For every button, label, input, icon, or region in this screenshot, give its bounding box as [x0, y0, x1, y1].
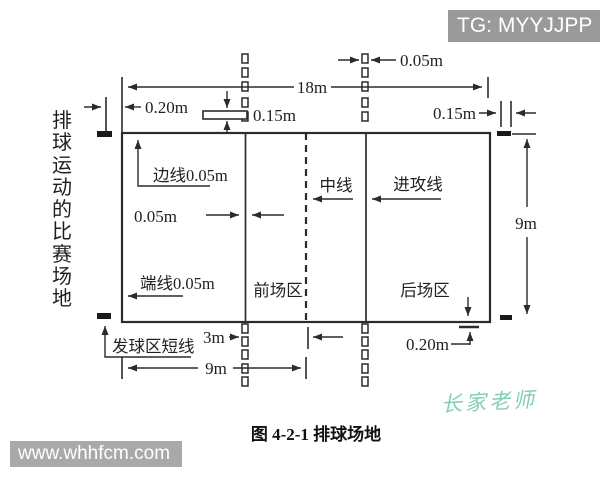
dim-9m-bottom: 9m [205, 359, 227, 378]
dim-0-15m-mid: 0.15m [253, 106, 296, 125]
dim-0-20m-left: 0.20m [145, 98, 188, 117]
website-watermark-badge: www.whhfcm.com [10, 441, 182, 467]
service-short-line-marks [97, 131, 512, 320]
attack-line-extension-dashes [241, 53, 369, 387]
label-service-short-line: 发球区短线 [112, 337, 195, 356]
dim-0-05m-mid: 0.05m [134, 207, 177, 226]
label-front-zone: 前场区 [253, 281, 303, 300]
label-center-line: 中线 [320, 176, 353, 195]
dimension-labels: 18m 0.05m 0.20m 0.15m 0.15m 9m 0.05m 3m … [134, 51, 537, 378]
dimension-arrows [84, 56, 536, 372]
dim-9m-right: 9m [515, 214, 537, 233]
label-attack-line: 进攻线 [393, 175, 443, 194]
dimension-ticks [105, 77, 536, 379]
label-end-line: 端线0.05m [140, 274, 215, 293]
teacher-watermark: 长家老师 [440, 387, 538, 417]
dim-18m: 18m [297, 78, 327, 97]
court-outline [120, 131, 492, 324]
dim-0-05m-top: 0.05m [400, 51, 443, 70]
tg-watermark-badge: TG: MYYJJPP [448, 10, 600, 42]
dim-0-20m-bottom: 0.20m [406, 335, 449, 354]
dim-3m: 3m [203, 328, 225, 347]
figure-caption: 图 4-2-1 排球场地 [250, 425, 382, 444]
figure-side-title: 排球运动的比赛场地 [52, 110, 72, 311]
dim-0-15m-right: 0.15m [433, 104, 476, 123]
label-back-zone: 后场区 [400, 281, 450, 300]
label-side-line: 边线0.05m [153, 166, 228, 185]
line-dash-sample [202, 110, 248, 120]
zone-labels: 边线0.05m 中线 进攻线 端线0.05m 前场区 后场区 发球区短线 [112, 166, 450, 356]
